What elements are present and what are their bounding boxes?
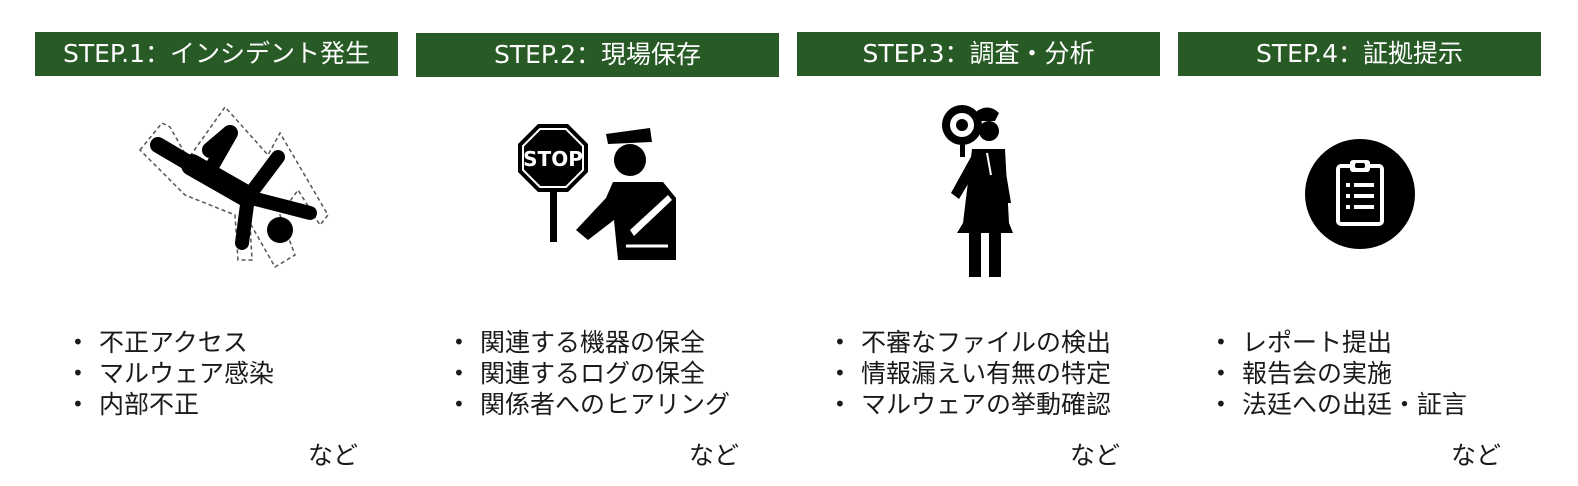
step-3-list: 不審なファイルの検出 情報漏えい有無の特定 マルウェアの挙動確認 bbox=[834, 327, 1111, 420]
step-4-list: レポート提出 報告会の実施 法廷への出廷・証言 bbox=[1215, 327, 1467, 420]
step-4-etc: など bbox=[1451, 441, 1502, 470]
clipboard-report-icon bbox=[1305, 139, 1415, 249]
list-item: 法廷への出廷・証言 bbox=[1215, 389, 1467, 420]
step-2-etc: など bbox=[689, 441, 740, 470]
detective-magnifier-icon bbox=[942, 105, 1013, 277]
list-item: レポート提出 bbox=[1215, 327, 1467, 358]
list-item: 情報漏えい有無の特定 bbox=[834, 358, 1111, 389]
step-3-header: STEP.3：調査・分析 bbox=[797, 32, 1160, 76]
list-item: 報告会の実施 bbox=[1215, 358, 1467, 389]
step-2: STEP.2：現場保存 STOP 関連する機器の保全 関連するログの保全 関係者… bbox=[416, 0, 779, 486]
list-item: 内部不正 bbox=[72, 389, 274, 420]
fallen-person-outline-icon bbox=[138, 105, 329, 269]
list-item: 関連するログの保全 bbox=[453, 358, 730, 389]
list-item: 不審なファイルの検出 bbox=[834, 327, 1111, 358]
step-2-header: STEP.2：現場保存 bbox=[416, 33, 779, 77]
police-officer-stop-sign-icon: STOP bbox=[518, 124, 676, 260]
list-item: 関連する機器の保全 bbox=[453, 327, 730, 358]
step-1-etc: など bbox=[308, 441, 359, 470]
stop-sign-text: STOP bbox=[523, 147, 583, 171]
list-item: マルウェアの挙動確認 bbox=[834, 389, 1111, 420]
step-3-etc: など bbox=[1070, 441, 1121, 470]
step-2-list: 関連する機器の保全 関連するログの保全 関係者へのヒアリング bbox=[453, 327, 730, 420]
step-4: STEP.4：証拠提示 レポート提出 報告会の実施 法廷への出廷・証言 など bbox=[1178, 0, 1541, 486]
step-1: STEP.1：インシデント発生 不正アクセス マルウェア感染 内部不正 など bbox=[35, 0, 398, 486]
step-3: STEP.3：調査・分析 不審なファイルの検出 情報漏えい有無の特定 マルウェア… bbox=[797, 0, 1160, 486]
list-item: マルウェア感染 bbox=[72, 358, 274, 389]
list-item: 関係者へのヒアリング bbox=[453, 389, 730, 420]
step-4-header: STEP.4：証拠提示 bbox=[1178, 32, 1541, 76]
step-1-header: STEP.1：インシデント発生 bbox=[35, 32, 398, 76]
list-item: 不正アクセス bbox=[72, 327, 274, 358]
step-1-list: 不正アクセス マルウェア感染 内部不正 bbox=[72, 327, 274, 420]
